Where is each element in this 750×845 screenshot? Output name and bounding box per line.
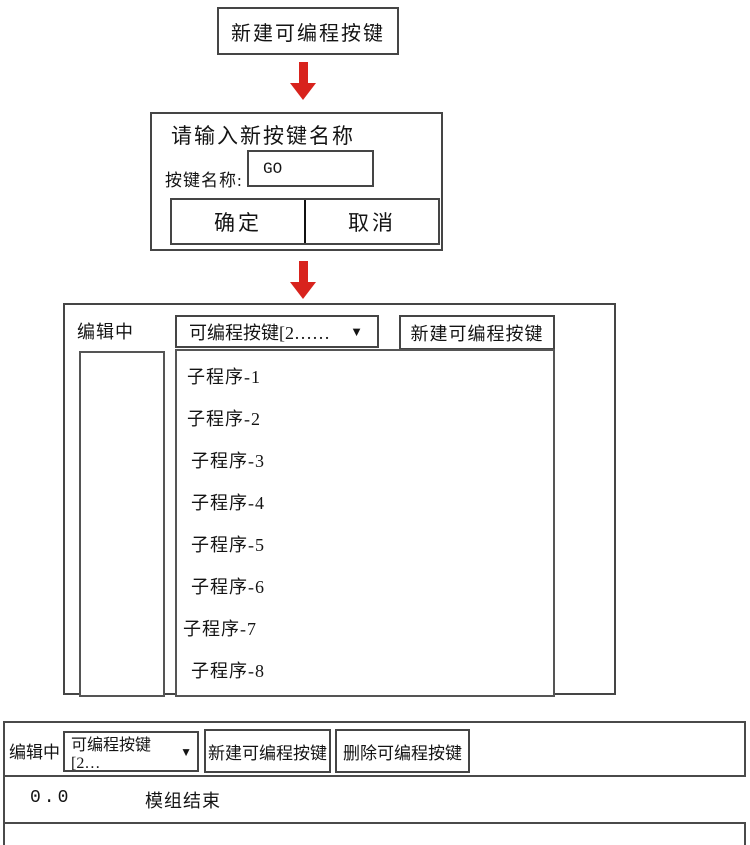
key-name-label: 按键名称: (165, 171, 243, 190)
delete-programmable-key-button[interactable]: 删除可编程按键 (335, 729, 470, 773)
subroutine-option[interactable]: 子程序-7 (183, 619, 257, 639)
editing-status-label: 编辑中 (9, 743, 60, 762)
chevron-down-icon: ▼ (350, 324, 363, 339)
bottom-editor-strip: 编辑中 可编程按键[2… ▼ 新建可编程按键 删除可编程按键 0.0 模组结束 (3, 721, 746, 845)
flow-arrow-down-icon (290, 261, 316, 299)
subroutine-option[interactable]: 子程序-5 (191, 535, 265, 555)
instruction-text: 模组结束 (145, 791, 221, 811)
subroutine-option[interactable]: 子程序-4 (191, 493, 265, 513)
ok-button[interactable]: 确定 (172, 200, 306, 243)
new-key-name-dialog: 请输入新按键名称 按键名称: 确定 取消 (150, 112, 443, 251)
new-programmable-key-button[interactable]: 新建可编程按键 (217, 7, 399, 55)
cancel-button[interactable]: 取消 (348, 210, 396, 235)
dropdown-selected-label: 可编程按键[2…… (189, 322, 330, 343)
subroutine-option[interactable]: 子程序-8 (191, 661, 265, 681)
key-name-input[interactable] (247, 150, 374, 187)
program-line-row[interactable]: 0.0 模组结束 (7, 777, 746, 822)
flow-arrow-down-icon (290, 62, 316, 100)
subroutine-option[interactable]: 子程序-6 (191, 577, 265, 597)
new-programmable-key-button[interactable]: 新建可编程按键 (399, 315, 555, 350)
programmable-key-dropdown[interactable]: 可编程按键[2…… ▼ (175, 315, 379, 348)
new-programmable-key-button[interactable]: 新建可编程按键 (204, 729, 331, 773)
subroutine-dropdown-list: 子程序-1 子程序-2 子程序-3 子程序-4 子程序-5 子程序-6 子程序-… (175, 349, 555, 697)
subroutine-option[interactable]: 子程序-3 (191, 451, 265, 471)
key-list-panel (79, 351, 165, 697)
row-divider (5, 775, 744, 777)
dropdown-selected-label: 可编程按键[2… (71, 736, 152, 772)
row-divider (5, 822, 744, 824)
line-number: 0.0 (30, 788, 72, 808)
dialog-button-row: 确定 取消 (170, 198, 440, 245)
programmable-key-dropdown[interactable]: 可编程按键[2… ▼ (63, 731, 199, 772)
subroutine-option[interactable]: 子程序-2 (187, 409, 261, 429)
dialog-title: 请输入新按键名称 (171, 124, 355, 148)
chevron-down-icon: ▼ (180, 744, 192, 759)
editing-status-label: 编辑中 (77, 322, 134, 342)
editor-panel: 编辑中 可编程按键[2…… ▼ 新建可编程按键 子程序-1 子程序-2 子程序-… (63, 303, 616, 697)
subroutine-option[interactable]: 子程序-1 (187, 367, 261, 387)
